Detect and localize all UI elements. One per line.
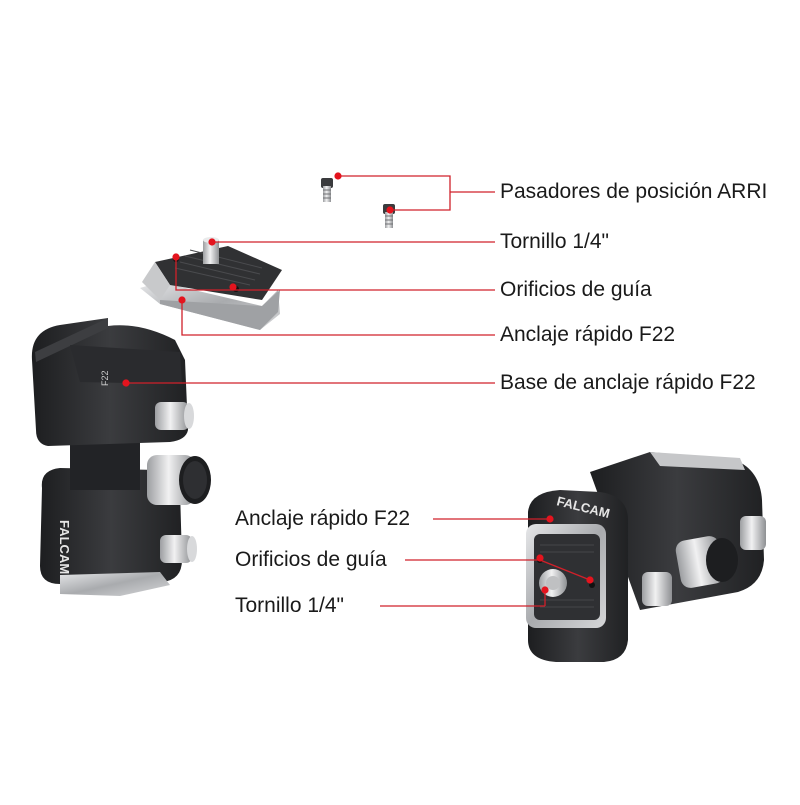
mount-assembly-left: FALCAM F22 — [31, 318, 211, 596]
label-guide-holes-top: Orificios de guía — [500, 278, 652, 301]
mount-assembly-right: FALCAM — [526, 452, 766, 662]
quick-release-plate-top — [140, 237, 282, 330]
label-quick-release-top: Anclaje rápido F22 — [500, 323, 676, 346]
label-screw-top: Tornillo 1/4" — [500, 230, 610, 253]
falcam-logo-bottom: FALCAM — [57, 520, 72, 574]
label-quick-release-bottom: Anclaje rápido F22 — [235, 507, 411, 530]
callout-dots — [122, 172, 594, 594]
callout-lines-top — [126, 175, 495, 384]
label-screw-bottom: Tornillo 1/4" — [235, 594, 345, 617]
label-base-quick-release: Base de anclaje rápido F22 — [500, 371, 756, 394]
arri-pin-left — [321, 178, 333, 202]
label-arri-pins: Pasadores de posición ARRI — [500, 180, 768, 203]
svg-text:F22: F22 — [100, 370, 110, 386]
label-guide-holes-bottom: Orificios de guía — [235, 548, 387, 571]
